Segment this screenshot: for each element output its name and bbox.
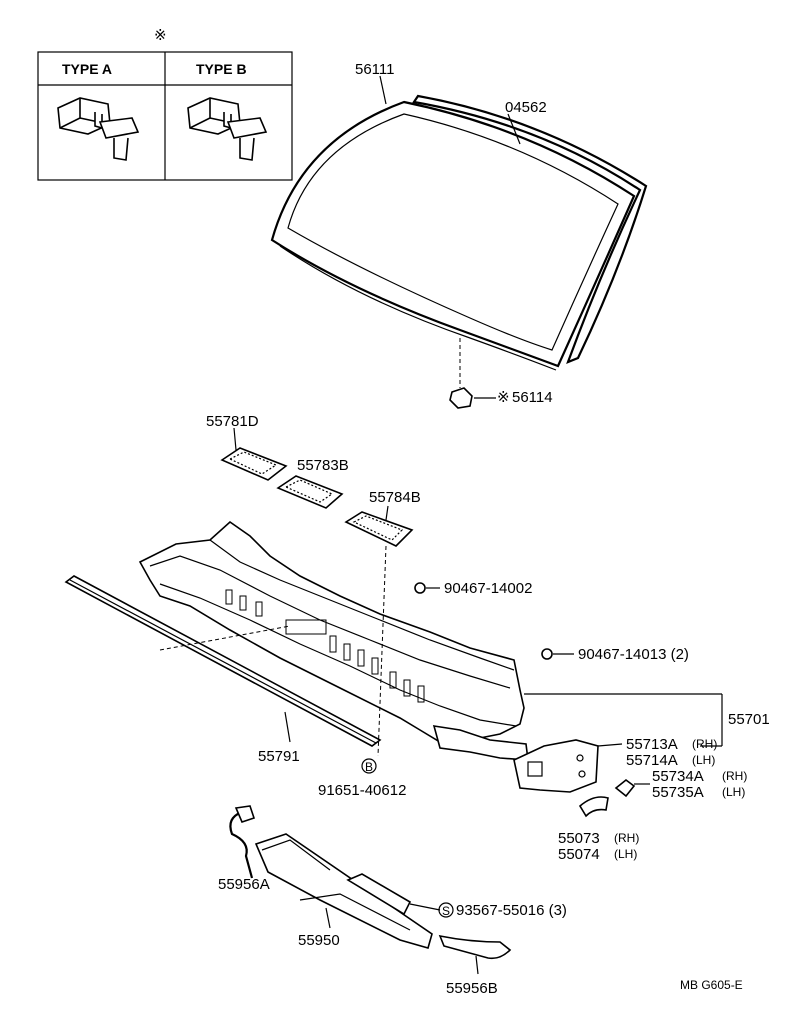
label-56111: 56111	[355, 61, 395, 78]
label-55735a-side: (LH)	[722, 785, 745, 799]
label-55784b: 55784B	[369, 489, 421, 506]
label-55956a: 55956A	[218, 876, 270, 893]
label-93567-55016: 93567-55016 (3)	[456, 902, 567, 919]
label-55713a-side: (RH)	[692, 737, 717, 751]
label-55714a: 55714A	[626, 752, 678, 769]
label-55950: 55950	[298, 932, 340, 949]
part-labels: 56111 04562 ※ 56114 55781D 55783B 55784B…	[206, 61, 770, 997]
washer-assembly	[229, 805, 512, 975]
label-55073: 55073	[558, 830, 600, 847]
label-04562: 04562	[505, 99, 547, 116]
windshield-assembly	[270, 75, 648, 409]
side-brackets	[513, 739, 650, 818]
type-legend: ※ TYPE A TYPE B	[37, 27, 293, 181]
label-s-mark: S	[442, 904, 450, 918]
label-55713a: 55713A	[626, 736, 678, 753]
label-55734a-side: (RH)	[722, 769, 747, 783]
clip-type-a-icon	[57, 97, 140, 161]
cowl-screens	[220, 427, 414, 547]
label-55734a: 55734A	[652, 768, 704, 785]
label-b-mark: B	[365, 760, 373, 774]
label-55791: 55791	[258, 748, 300, 765]
hood-seal-55791	[64, 575, 382, 747]
cowl-panel	[138, 520, 723, 761]
bolts	[361, 545, 574, 774]
label-91651-40612: 91651-40612	[318, 782, 406, 799]
label-55701: 55701	[728, 711, 770, 728]
label-55073-side: (RH)	[614, 831, 639, 845]
label-56114-mark: ※	[497, 389, 510, 406]
type-a-label: TYPE A	[62, 61, 112, 77]
label-55074-side: (LH)	[614, 847, 637, 861]
footer-code: MB G605-E	[680, 978, 743, 992]
type-b-label: TYPE B	[196, 61, 247, 77]
label-55074: 55074	[558, 846, 600, 863]
screen-55783b-icon	[276, 475, 344, 509]
label-55781d: 55781D	[206, 413, 259, 430]
screen-55784b-icon	[344, 505, 414, 547]
label-90467-14013: 90467-14013 (2)	[578, 646, 689, 663]
label-56114: 56114	[512, 389, 553, 406]
label-55783b: 55783B	[297, 457, 349, 474]
label-55956b: 55956B	[446, 980, 498, 997]
screen-55781d-icon	[220, 427, 288, 481]
label-90467-14002: 90467-14002	[444, 580, 532, 597]
label-55735a: 55735A	[652, 784, 704, 801]
label-55714a-side: (LH)	[692, 753, 715, 767]
legend-symbol: ※	[154, 27, 167, 44]
clip-type-b-icon	[187, 97, 268, 161]
